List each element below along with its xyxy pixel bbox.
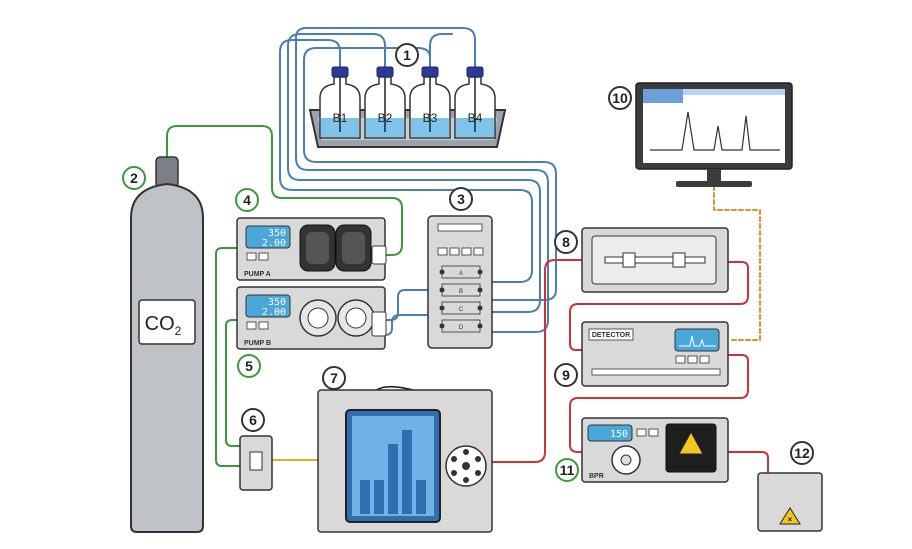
bottle-label: B1 <box>333 111 348 125</box>
bottle-label: B4 <box>468 111 483 125</box>
solvent-bottle: B4 <box>454 66 496 139</box>
callout-3: 3 <box>449 187 473 211</box>
pump-b-label: PUMP B <box>244 340 271 347</box>
co2-cylinder: CO2 <box>130 156 204 533</box>
pump-a: 350 2.00 PUMP A <box>236 217 387 281</box>
detector-button-1[interactable] <box>675 355 686 364</box>
bpr-button-1[interactable] <box>636 428 647 437</box>
pump-a-pressure: 350 <box>268 228 286 239</box>
chromatogram-trace <box>650 111 780 151</box>
valve-port: C <box>439 301 483 315</box>
callout-number: 3 <box>457 191 465 207</box>
solvent-reservoir: B1 B2 B3 B4 <box>308 66 507 148</box>
hazard-icon <box>779 507 801 525</box>
callout-number: 1 <box>403 47 411 63</box>
callout-number: 7 <box>330 370 338 386</box>
bottle-label: B2 <box>378 111 393 125</box>
cylinder-valve <box>155 156 179 188</box>
callout-11: 11 <box>555 458 579 482</box>
callout-4: 4 <box>235 188 259 212</box>
callout-2: 2 <box>122 166 146 190</box>
callout-number: 5 <box>245 358 253 374</box>
callout-10: 10 <box>608 86 632 110</box>
bpr-button-2[interactable] <box>648 428 659 437</box>
outlet-lines <box>491 259 769 473</box>
waste-container: × <box>757 472 823 532</box>
column-oven <box>317 389 493 533</box>
callout-8: 8 <box>554 230 578 254</box>
callout-6: 6 <box>241 408 265 432</box>
pump-a-button-2[interactable] <box>258 252 269 261</box>
co2-lines <box>166 125 403 467</box>
svg-text:×: × <box>788 515 793 524</box>
bottle-label: B3 <box>423 111 438 125</box>
detector-label: DETECTOR <box>592 332 630 339</box>
solvent-selection-valve: A B C D <box>427 215 493 349</box>
cylinder-label: CO2 <box>145 313 182 338</box>
column-module <box>581 227 729 293</box>
cylinder-body <box>130 182 204 533</box>
computer-monitor <box>635 82 793 187</box>
callout-5: 5 <box>237 354 261 378</box>
valve-port-label: A <box>459 271 463 277</box>
solvent-bottle: B2 <box>364 66 406 139</box>
detector-signal-line <box>713 185 761 341</box>
callout-7: 7 <box>322 366 346 390</box>
pump-a-flow: 2.00 <box>262 238 286 249</box>
pump-a-button-1[interactable] <box>246 252 257 261</box>
callout-number: 12 <box>794 445 810 461</box>
pump-b-button-2[interactable] <box>258 321 269 330</box>
detector: DETECTOR <box>581 321 729 387</box>
detector-button-2[interactable] <box>687 355 698 364</box>
pump-b: 350 2.00 PUMP B <box>236 286 387 350</box>
valve-port-label: D <box>459 325 464 331</box>
bpr-label: BPR <box>589 473 604 480</box>
valve-port: A <box>439 265 483 279</box>
pump-a-label: PUMP A <box>244 271 271 278</box>
mixer <box>239 435 273 491</box>
bpr-pressure: 150 <box>610 429 628 440</box>
solvent-bottle: B1 <box>319 66 361 139</box>
callout-12: 12 <box>790 441 814 465</box>
valve-port-label: C <box>459 307 464 313</box>
solvent-bottle: B3 <box>409 66 451 139</box>
solvent-lines <box>279 27 557 336</box>
heating-warning-icon <box>678 430 704 455</box>
callout-number: 6 <box>249 412 257 428</box>
detector-button-3[interactable] <box>699 355 710 364</box>
callout-number: 2 <box>130 170 138 186</box>
callout-number: 11 <box>560 462 575 478</box>
valve-port-label: B <box>459 289 463 295</box>
pump-b-flow: 2.00 <box>262 307 286 318</box>
callout-number: 10 <box>612 90 628 106</box>
pump-b-pressure: 350 <box>268 297 286 308</box>
back-pressure-regulator: 150 BPR <box>581 417 729 483</box>
callout-1: 1 <box>395 43 419 67</box>
callout-9: 9 <box>554 363 578 387</box>
callout-number: 8 <box>562 234 570 250</box>
valve-port: D <box>439 319 483 333</box>
callout-number: 4 <box>243 192 251 208</box>
callout-number: 9 <box>562 367 570 383</box>
valve-port: B <box>439 283 483 297</box>
pump-b-button-1[interactable] <box>246 321 257 330</box>
